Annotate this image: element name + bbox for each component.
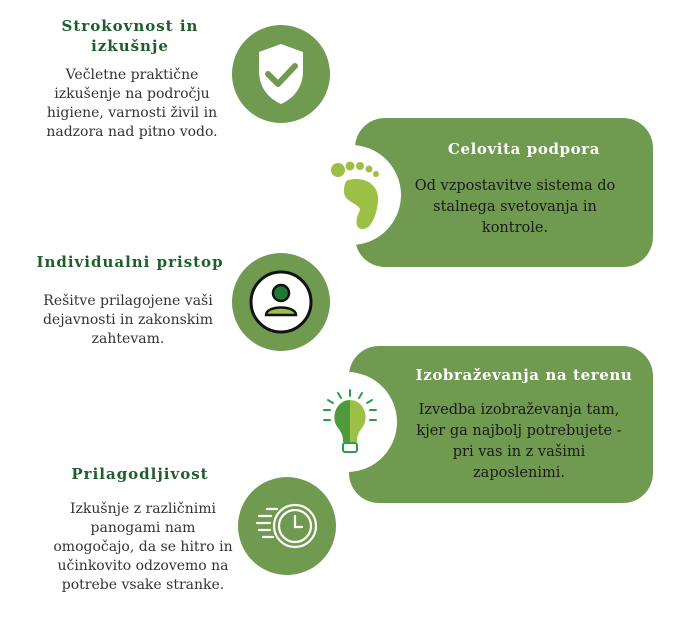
title-line: Strokovnost in — [61, 17, 199, 35]
shield-circle — [232, 25, 330, 123]
lightbulb-icon — [323, 389, 377, 453]
panel-title: Izobraževanja na terenu — [415, 366, 633, 384]
panel-text: Od vzpostavitve sistema do stalnega svet… — [414, 178, 616, 236]
item-text: Izkušnje z različnimi panogami nam omogo… — [53, 501, 233, 593]
panel-izobrazevanja: Izobraževanja na terenu Izvedba izobraže… — [349, 346, 653, 503]
fast-clock-icon — [255, 503, 318, 549]
item-title: Prilagodljivost — [71, 465, 209, 483]
shield-check-icon — [259, 44, 303, 104]
clock-circle — [238, 477, 336, 575]
item-title: Individualni pristop — [36, 253, 224, 271]
item-text: Večletne praktične izkušenje na področju… — [46, 67, 218, 140]
person-icon — [249, 270, 313, 334]
title-line: izkušnje — [91, 37, 169, 55]
panel-title: Celovita podpora — [447, 140, 601, 158]
item-text: Rešitve prilagojene vaši dejavnosti in z… — [42, 293, 214, 347]
item-title: Strokovnost in izkušnje — [20, 16, 240, 56]
person-circle — [232, 253, 330, 351]
footprint-icon — [331, 161, 379, 230]
panel-celovita-podpora: Celovita podpora Od vzpostavitve sistema… — [355, 118, 653, 267]
panel-text: Izvedba izobraževanja tam, kjer ga najbo… — [416, 402, 622, 481]
